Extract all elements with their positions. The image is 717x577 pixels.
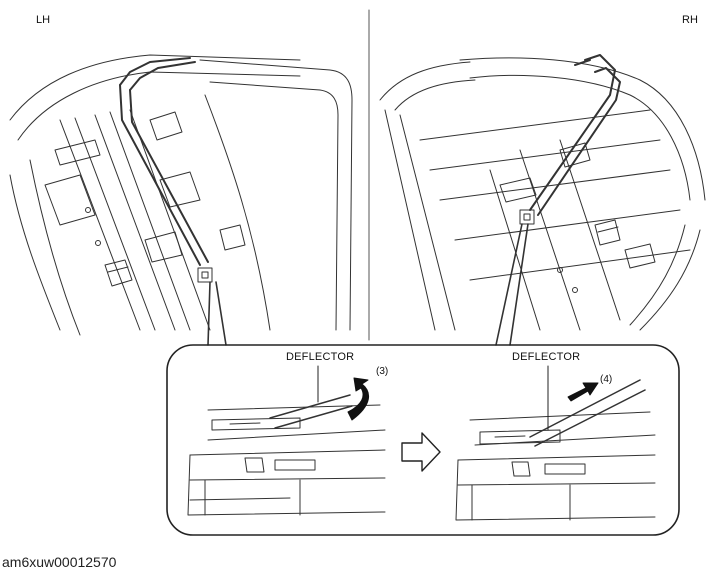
rotate-arrow xyxy=(347,377,370,421)
detail-step-4 xyxy=(455,365,656,521)
rh-sunroof-view xyxy=(379,54,706,346)
deflector-label-left: DEFLECTOR xyxy=(286,351,355,363)
detail-callout-box xyxy=(166,344,680,536)
rh-label: RH xyxy=(682,14,698,26)
step-3-label: (3) xyxy=(376,366,389,377)
step-4-label: (4) xyxy=(600,374,613,385)
lh-sunroof-view xyxy=(9,54,353,346)
transition-arrow xyxy=(401,432,441,472)
detail-step-3 xyxy=(187,365,386,516)
push-arrow xyxy=(567,382,599,402)
lh-label: LH xyxy=(36,14,51,26)
deflector-label-right: DEFLECTOR xyxy=(512,351,581,363)
figure-id: am6xuw00012570 xyxy=(2,554,117,570)
